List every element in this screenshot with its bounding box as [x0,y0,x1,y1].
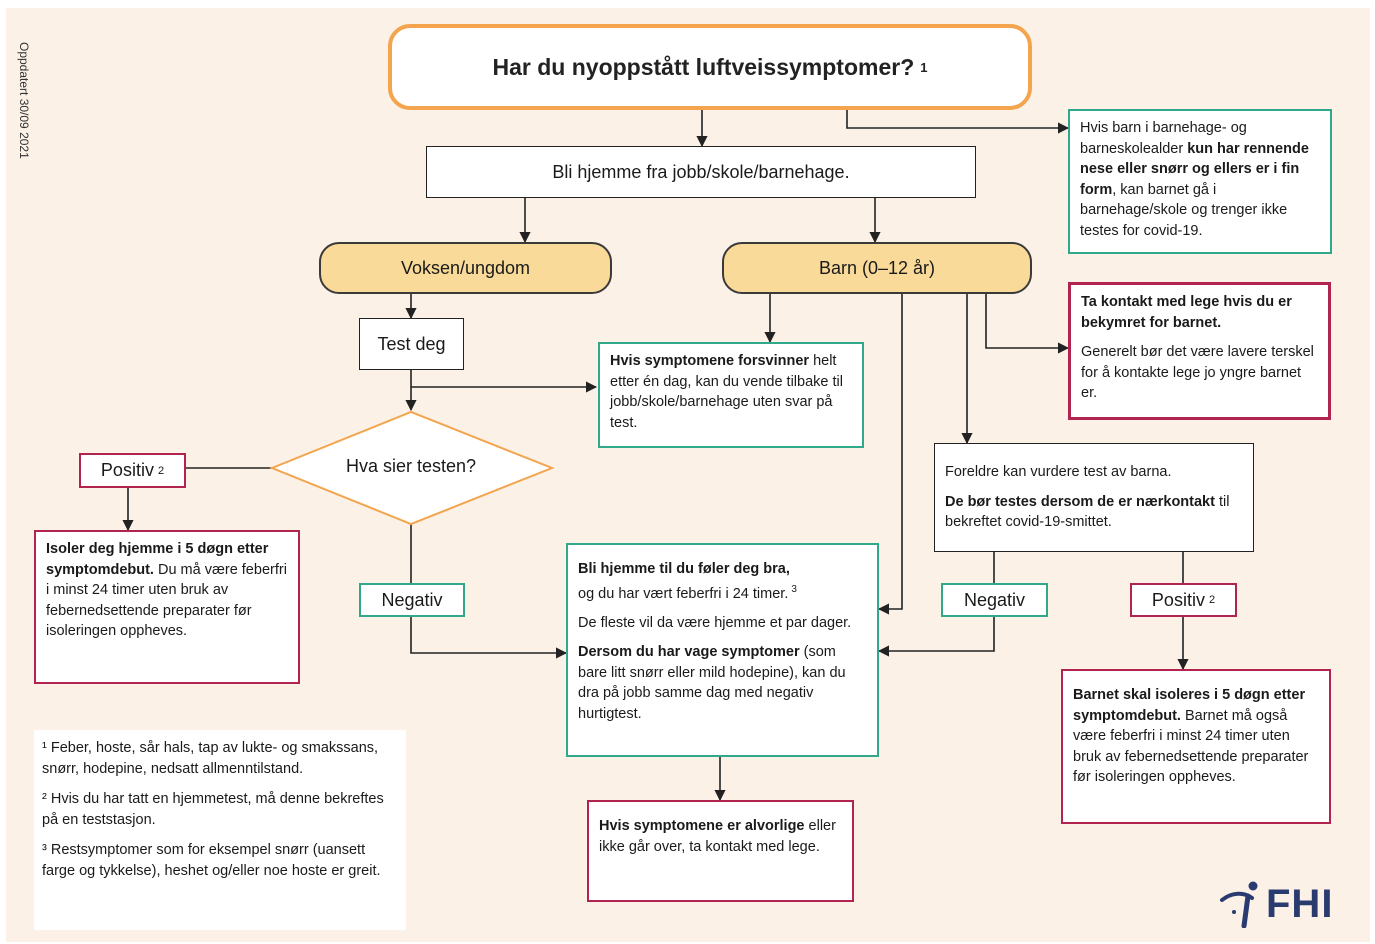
fhi-logo-icon [1220,881,1258,928]
arrow-negative-to-stayhome-well [410,617,568,659]
isolate-child-bold: Barnet skal isoleres i 5 døgn etter symp… [1073,687,1306,724]
parents-test-box: Foreldre kan vurdere test av barna. De b… [934,443,1254,552]
symptoms-vanish-box: Hvis symptomene forsvinner helt etter én… [598,342,864,448]
parents-text-c: til bekreftet covid-19-smittet. [945,493,1230,531]
child-label: Barn (0–12 år) [818,257,936,278]
isolate-child-box: Barnet skal isoleres i 5 døgn etter symp… [1061,669,1331,824]
arrow-negative-right-to-stayhome-well [877,617,995,657]
stay-home-box: Bli hjemme fra jobb/skole/barnehage. [426,146,976,198]
updated-date: Oppdatert 30/09 2021 [17,42,31,159]
footnotes-box: ¹ Feber, hoste, sår hals, tap av lukte- … [34,730,406,930]
adult-label: Voksen/ungdom [400,257,531,278]
title-text: Har du nyoppstått luftveissymptomer? [492,53,915,80]
arrow-child-to-doctor [985,294,1070,354]
decision-diamond [269,410,555,526]
arrow-title-to-kids [846,110,1070,134]
parents-bold: De bør testes dersom de er nærkontakt [945,493,1215,510]
isolate-adult-text: Du må være feberfri i minst 24 timer ute… [46,561,287,640]
positive-right-label: Positiv [1151,589,1205,610]
stay-home-well-note: 3 [791,583,797,595]
decision-label: Hva sier testen? [345,456,477,476]
stay-home-text: Bli hjemme fra jobb/skole/barnehage. [552,161,850,182]
positive-right-note: 2 [1208,594,1216,606]
serious-symptoms-box: Hvis symptomene er alvorlige eller ikke … [587,800,854,902]
stay-home-well-box: Bli hjemme til du føler deg bra, og du ha… [566,543,879,757]
positive-left-label: Positiv [100,460,154,480]
footnote-2: ² Hvis du har tatt en hjemmetest, må den… [42,791,384,828]
arrow-child-to-stayhome-well [877,294,903,615]
kids-runny-text-b: kun har rennende nese eller snørr og ell… [1080,140,1309,198]
contact-doctor-text: Generelt bør det være lavere terskel for… [1081,344,1314,401]
stay-home-well-p2: De fleste vil da være hjemme et par dage… [578,614,852,631]
negative-left-tag: Negativ [359,583,465,617]
negative-right-label: Negativ [963,589,1026,610]
contact-doctor-box: Ta kontakt med lege hvis du er bekymret … [1068,282,1331,420]
stay-home-well-text: og du har vært feberfri i 24 timer. [578,585,789,602]
test-box: Test deg [359,318,464,370]
negative-right-tag: Negativ [941,583,1048,617]
child-pill: Barn (0–12 år) [722,242,1032,294]
title-footnote-marker: 1 [920,59,928,75]
test-label: Test deg [377,333,446,354]
kids-runny-text-a: Hvis barn i barnehage- og barneskolealde… [1080,120,1247,157]
parents-text-a: Foreldre kan vurdere test av barna. [945,464,1172,480]
symptoms-vanish-bold: Hvis symptomene forsvinner [610,353,810,369]
vague-symptoms-bold: Dersom du har vage symptomer [578,644,800,661]
contact-doctor-bold: Ta kontakt med lege hvis du er bekymret … [1081,294,1292,331]
serious-bold: Hvis symptomene er alvorlige [599,818,805,834]
kids-runny-nose-box: Hvis barn i barnehage- og barneskolealde… [1068,109,1332,254]
serious-text: eller ikke går over, ta kontakt med lege… [599,818,836,855]
stay-home-well-bold: Bli hjemme til du føler deg bra, [578,561,790,577]
title-question: Har du nyoppstått luftveissymptomer? 1 [388,24,1032,110]
symptoms-vanish-text: helt etter én dag, kan du vende tilbake … [610,353,843,431]
fhi-logo: FHI [1218,878,1358,930]
adult-pill: Voksen/ungdom [319,242,612,294]
isolate-adult-bold: Isoler deg hjemme i 5 døgn etter symptom… [46,541,269,578]
kids-runny-text-c: , kan barnet gå i barnehage/skole og tre… [1080,181,1288,239]
footnote-3: ³ Restsymptomer som for eksempel snørr (… [42,842,381,879]
isolate-adult-box: Isoler deg hjemme i 5 døgn etter symptom… [34,530,300,684]
footnote-1: ¹ Feber, hoste, sår hals, tap av lukte- … [42,740,379,777]
vague-symptoms-text: (som bare litt snørr eller mild hodepine… [578,644,846,722]
fhi-logo-text: FHI [1266,881,1334,926]
isolate-child-text: Barnet må også være feberfri i minst 24 … [1073,707,1309,786]
positive-left-note: 2 [157,464,165,477]
negative-left-label: Negativ [381,589,443,610]
